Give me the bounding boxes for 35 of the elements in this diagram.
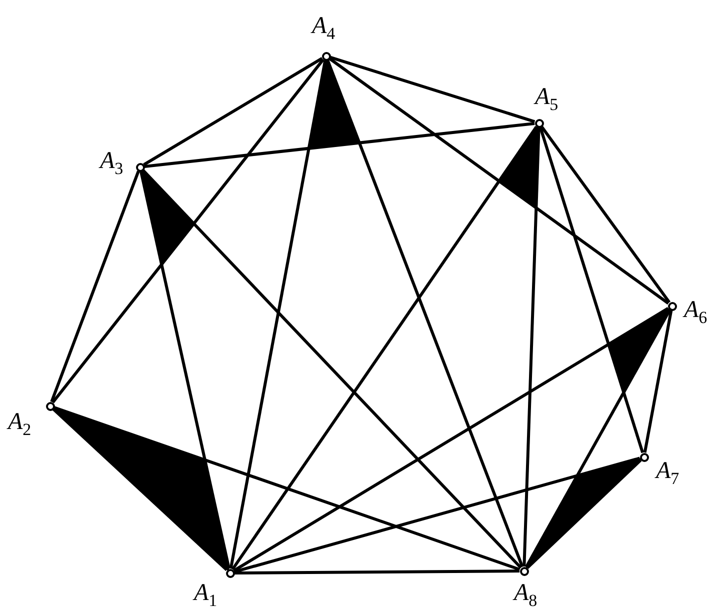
line-segment [54,406,520,571]
point-marker [136,162,144,172]
point-marker [534,118,544,128]
line-segment [526,459,642,569]
line-segment [234,456,640,574]
line-segment [540,126,671,304]
point-label: A$_{4}$ [312,14,336,42]
line-segment [229,60,327,569]
point-marker [46,402,54,410]
line-segment [328,57,670,305]
point-marker [640,452,648,462]
line-segment [522,127,540,567]
line-segment [231,126,538,570]
line-segment [52,58,324,404]
line-segment [330,56,536,124]
line-segment [326,60,524,568]
point-label: A$_{5}$ [535,85,558,113]
point-label: A$_{6}$ [684,298,708,326]
line-segment [233,307,669,572]
point-label: A$_{7}$ [656,459,680,487]
line-segment [143,57,323,166]
line-segment [643,310,673,453]
line-segment [140,171,230,569]
line-segment [538,126,644,454]
line-segment [52,408,228,572]
line-segment [142,169,522,569]
line-segment [234,570,520,574]
point-label: A$_{2}$ [8,410,32,438]
point-label: A$_{3}$ [100,149,124,177]
point-label: A$_{8}$ [514,581,538,609]
point-label: A$_{1}$ [194,581,218,609]
point-marker [322,52,330,60]
line-segment [524,309,672,568]
line-segment [50,170,140,402]
line-segment [144,122,535,168]
